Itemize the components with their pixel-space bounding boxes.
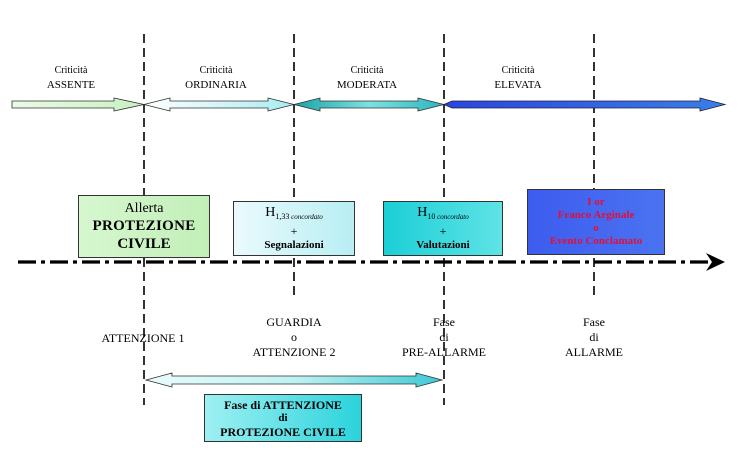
h-subscript: 10: [427, 212, 436, 222]
h-letter: H: [265, 204, 276, 220]
criticita-word: Criticità: [350, 65, 384, 76]
criticita-word: Criticità: [199, 65, 233, 76]
h-letter: H: [417, 204, 428, 220]
arrow-assente: [11, 97, 145, 112]
box-line: Allerta: [124, 200, 164, 216]
allarme-condition-box: I or Franco Arginale o Evento Conclamato: [527, 189, 665, 255]
h133-segnalazioni-box: H1,33 concordato + Segnalazioni: [233, 201, 355, 256]
criticita-elevata-label: Criticità ELEVATA: [458, 64, 578, 92]
arrow-attenzione-range: [144, 372, 444, 388]
phase-allarme: Fase di ALLARME: [524, 315, 664, 360]
criticita-level: MODERATA: [336, 79, 398, 91]
h10-threshold: H10 concordato: [417, 205, 469, 226]
phase-line: Fase: [583, 315, 605, 329]
h-subscript-note: concordato: [289, 213, 323, 222]
box-line: PROTEZIONE CIVILE: [220, 424, 346, 439]
h133-threshold: H1,33 concordato: [265, 205, 323, 226]
phase-line: PRE-ALLARME: [402, 345, 486, 359]
box-line: Franco Arginale: [557, 209, 635, 221]
box-line: Segnalazioni: [264, 239, 324, 252]
criticita-word: Criticità: [501, 65, 535, 76]
phase-attenzione1: ATTENZIONE 1: [73, 331, 213, 346]
phase-line: o: [291, 330, 297, 344]
criticita-level: ASSENTE: [46, 79, 96, 91]
box-line: Valutazioni: [416, 239, 470, 252]
criticita-word: Criticità: [54, 65, 88, 76]
arrow-moderata: [293, 97, 445, 112]
criticita-assente-label: Criticità ASSENTE: [11, 64, 131, 92]
box-line: Fase di ATTENZIONE: [224, 397, 342, 412]
arrow-elevata: [443, 97, 727, 112]
phase-guardia: GUARDIA o ATTENZIONE 2: [224, 315, 364, 360]
criticita-ordinaria-label: Criticità ORDINARIA: [156, 64, 276, 92]
criticita-level: ORDINARIA: [185, 79, 247, 91]
plus-sign: +: [439, 224, 447, 239]
allerta-protezione-civile-box: Allerta PROTEZIONE CIVILE: [78, 195, 210, 258]
box-line: di: [278, 411, 288, 424]
criticita-level: ELEVATA: [494, 79, 542, 91]
main-timeline-arrowhead: [706, 253, 725, 271]
h-subscript: 1,33: [275, 212, 290, 222]
box-line: o: [593, 222, 599, 234]
arrow-ordinaria: [143, 97, 295, 112]
box-line: PROTEZIONE: [92, 217, 196, 234]
phase-line: GUARDIA: [266, 315, 322, 329]
h-subscript-note: concordato: [435, 213, 469, 222]
fase-attenzione-protezione-civile-box: Fase di ATTENZIONE di PROTEZIONE CIVILE: [204, 394, 362, 442]
h10-valutazioni-box: H10 concordato + Valutazioni: [383, 201, 503, 256]
phase-line: ATTENZIONE 2: [252, 345, 336, 359]
box-line: I or: [587, 196, 605, 208]
plus-sign: +: [290, 224, 298, 239]
criticita-moderata-label: Criticità MODERATA: [307, 64, 427, 92]
phase-line: ALLARME: [565, 345, 623, 359]
phase-line: Fase: [433, 315, 455, 329]
phase-line: di: [589, 330, 599, 344]
phase-line: ATTENZIONE 1: [101, 331, 185, 345]
box-line: CIVILE: [117, 235, 171, 252]
phase-preallarme: Fase di PRE-ALLARME: [374, 315, 514, 360]
box-line: Evento Conclamato: [549, 235, 643, 247]
phase-line: di: [439, 330, 449, 344]
